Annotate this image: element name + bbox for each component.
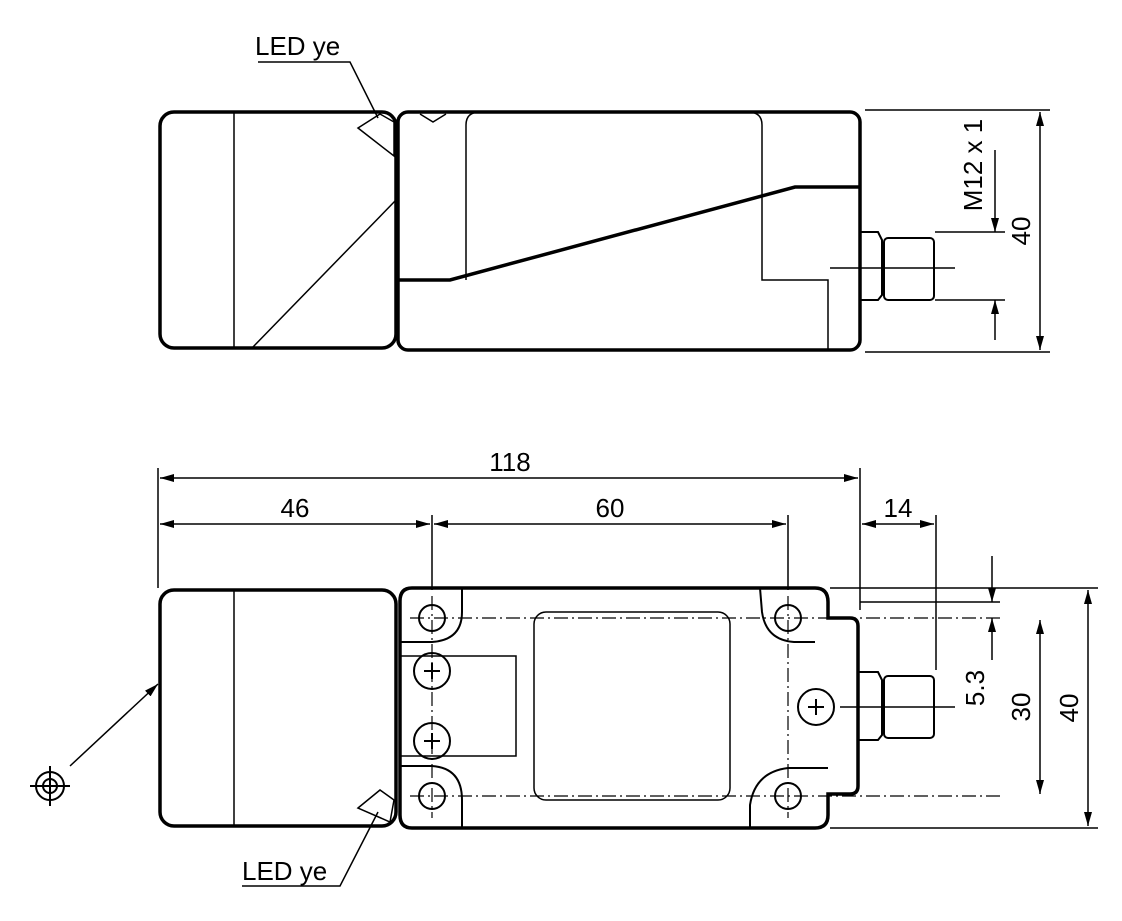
led-indicator xyxy=(356,113,395,158)
height-dim-top: 40 xyxy=(1006,217,1036,246)
width-dim: 40 xyxy=(1054,694,1084,723)
sensor-housing xyxy=(398,586,860,830)
m12-connector xyxy=(860,231,883,301)
led-label-bottom: LED ye xyxy=(242,856,327,886)
sensing-face-length-dim: 46 xyxy=(281,493,310,523)
sensing-head xyxy=(158,110,398,350)
sensing-head xyxy=(158,588,398,828)
m12-connector xyxy=(858,671,883,741)
label-area xyxy=(533,611,731,801)
top-view: LED ye 40 M12 x 1 xyxy=(158,31,1050,353)
screw-icon xyxy=(797,688,835,726)
bottom-view: 118 46 60 14 40 30 5.3 LED ye xyxy=(30,447,1098,887)
overall-length-dim: 118 xyxy=(489,447,530,477)
led-label-top: LED ye xyxy=(255,31,340,61)
thread-label: M12 x 1 xyxy=(958,119,988,212)
offset-dim: 5.3 xyxy=(960,670,990,706)
sensing-face-symbol-icon xyxy=(30,766,70,806)
vertical-hole-spacing-dim: 30 xyxy=(1006,693,1036,722)
led-indicator xyxy=(356,789,395,824)
connector-length-dim: 14 xyxy=(884,493,913,523)
hole-spacing-dim: 60 xyxy=(596,493,625,523)
